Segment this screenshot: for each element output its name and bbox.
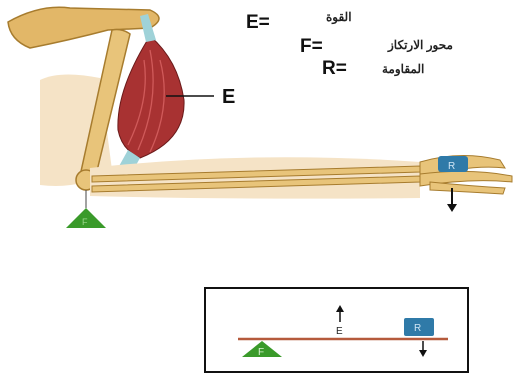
legend: E= القوة F= محور الارتكاز R= المقاومة [232, 8, 482, 78]
legend-resistance: R= المقاومة [322, 58, 347, 80]
legend-fulcrum-arabic: محور الارتكاز [388, 38, 453, 52]
arm-resistance-tag: R [448, 161, 455, 172]
arm-load-arrow-head [447, 204, 457, 212]
legend-effort-arabic: القوة [326, 10, 352, 24]
lever-effort-label: E [336, 326, 343, 337]
legend-resistance-arabic: المقاومة [382, 62, 424, 76]
legend-effort-symbol: E= [246, 12, 270, 33]
arm-fulcrum-tag: F [82, 217, 88, 227]
legend-effort: E= القوة [246, 12, 270, 34]
legend-fulcrum: F= محور الارتكاز [300, 36, 323, 58]
legend-fulcrum-symbol: F= [300, 36, 323, 57]
muscle-effort-label: E [222, 86, 235, 108]
legend-resistance-symbol: R= [322, 58, 347, 79]
shoulder [8, 7, 159, 48]
lever-fulcrum-label: F [258, 347, 264, 358]
lever-resistance-label: R [414, 323, 421, 334]
